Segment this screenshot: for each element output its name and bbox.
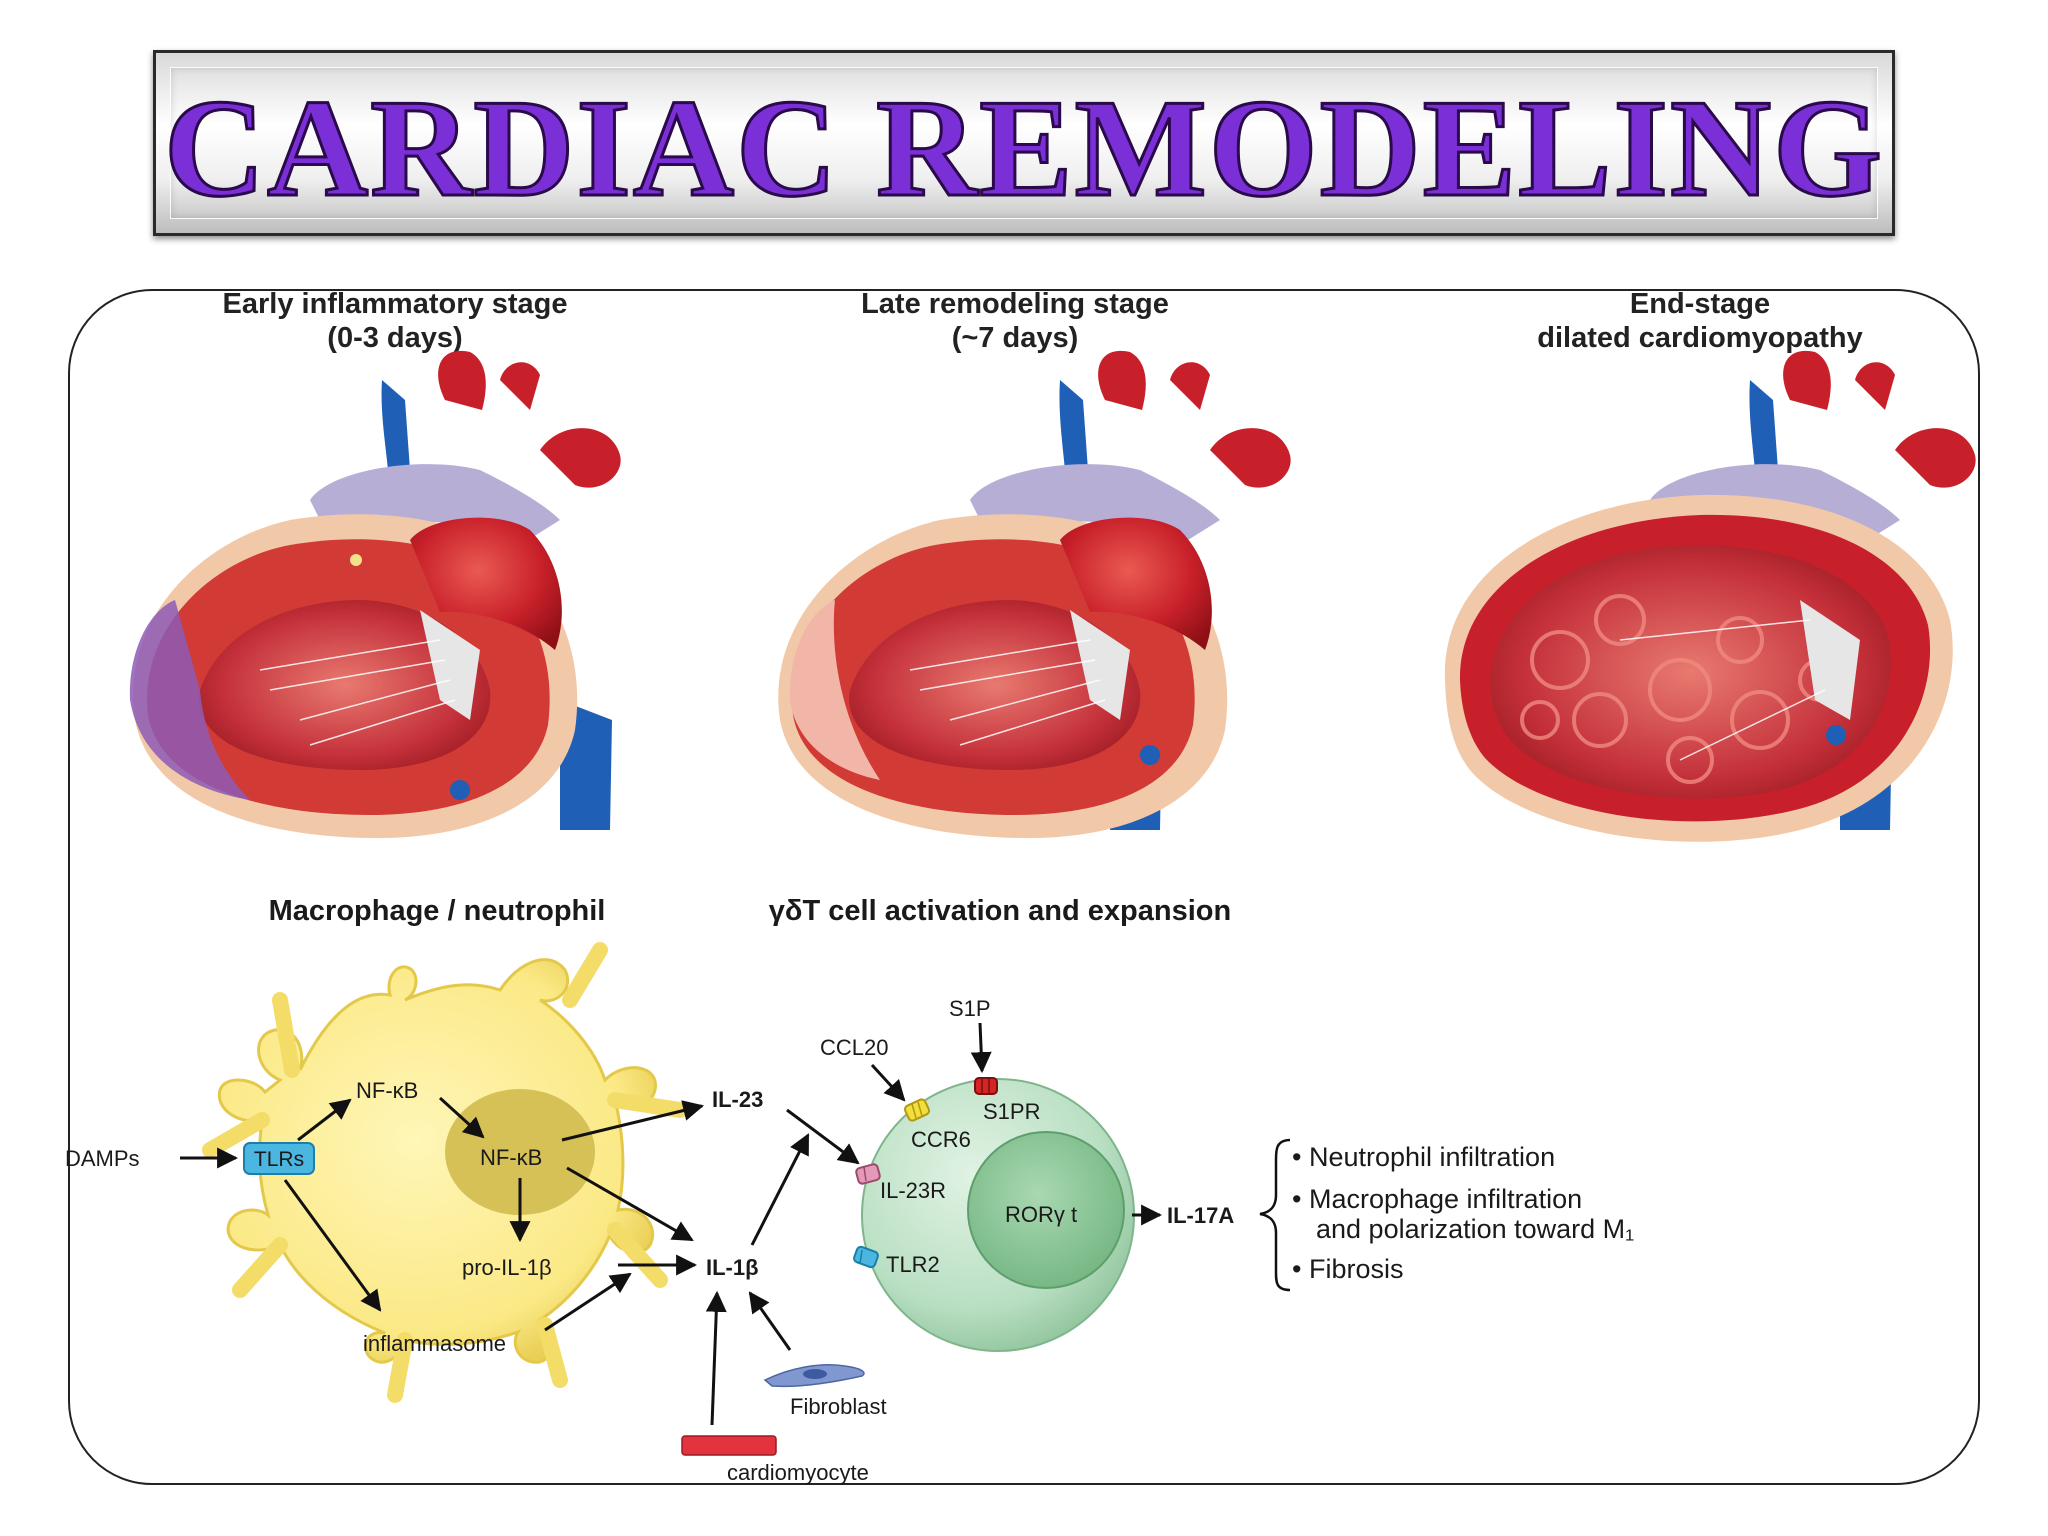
damps-label: DAMPs — [65, 1146, 140, 1171]
nfkb-cytoplasm-label: NF-κB — [356, 1078, 418, 1103]
outcome-neutrophil: • Neutrophil infiltration — [1292, 1142, 1555, 1172]
s1pr-receptor-icon — [974, 1077, 998, 1095]
stage-late-line2: (~7 days) — [951, 322, 1079, 354]
stage-label-early: Early inflammatory stage (0-3 days) — [190, 287, 600, 355]
il17a-label: IL-17A — [1167, 1203, 1234, 1228]
il1b-label: IL-1β — [706, 1255, 759, 1280]
title-banner: CARDIAC REMODELING — [153, 50, 1895, 236]
outcome-macrophage-cont: and polarization toward M₁ — [1316, 1214, 1634, 1244]
stage-early-line2: (0-3 days) — [327, 322, 463, 354]
stage-end-line1: End-stage — [1629, 288, 1771, 320]
s1pr-label: S1PR — [983, 1099, 1040, 1124]
heart-late-stage-illustration — [778, 350, 1291, 839]
stage-late-line1: Late remodeling stage — [861, 288, 1169, 320]
nfkb-nucleus-label: NF-κB — [480, 1145, 542, 1170]
il23r-receptor-icon — [855, 1163, 881, 1185]
stage-label-end: End-stage dilated cardiomyopathy — [1490, 287, 1910, 355]
outcome-macrophage: • Macrophage infiltration — [1292, 1184, 1582, 1214]
section-label-macrophage: Macrophage / neutrophil — [269, 895, 606, 927]
tlrs-receptor — [243, 1142, 315, 1175]
outcome-bracket — [1259, 1138, 1291, 1292]
fibroblast-nucleus — [803, 1369, 827, 1379]
ccr6-label: CCR6 — [911, 1127, 971, 1152]
pro-il1b-label: pro-IL-1β — [462, 1255, 552, 1280]
gdt-cell — [861, 1078, 1135, 1352]
page-title: CARDIAC REMODELING — [163, 71, 1884, 226]
stage-end-line2: dilated cardiomyopathy — [1537, 322, 1863, 354]
tlr2-label: TLR2 — [886, 1252, 940, 1277]
tlrs-label: TLRs — [254, 1148, 304, 1171]
s1p-label: S1P — [949, 996, 991, 1021]
il23-label: IL-23 — [712, 1087, 763, 1112]
rorgt-label: RORγ t — [1005, 1202, 1077, 1227]
cardiomyocyte-label: cardiomyocyte — [727, 1460, 869, 1485]
stage-early-line1: Early inflammatory stage — [222, 288, 568, 320]
heart-dilated-cardiomyopathy-illustration — [1444, 350, 1976, 842]
heart-early-stage-illustration — [129, 350, 621, 839]
fibroblast-label: Fibroblast — [790, 1394, 887, 1419]
stage-label-late: Late remodeling stage (~7 days) — [815, 287, 1215, 355]
ccr6-receptor-icon — [903, 1098, 931, 1122]
cardiomyocyte-cell — [681, 1435, 777, 1456]
outcome-fibrosis: • Fibrosis — [1292, 1254, 1403, 1284]
section-label-gdt-cell: γδT cell activation and expansion — [769, 895, 1231, 927]
tlr2-receptor-icon — [853, 1245, 879, 1269]
il23r-label: IL-23R — [880, 1178, 946, 1203]
pathway-arrows — [180, 1022, 1163, 1426]
ccl20-label: CCL20 — [820, 1035, 888, 1060]
inflammasome-label: inflammasome — [363, 1331, 506, 1356]
macrophage-cell — [202, 942, 688, 1403]
